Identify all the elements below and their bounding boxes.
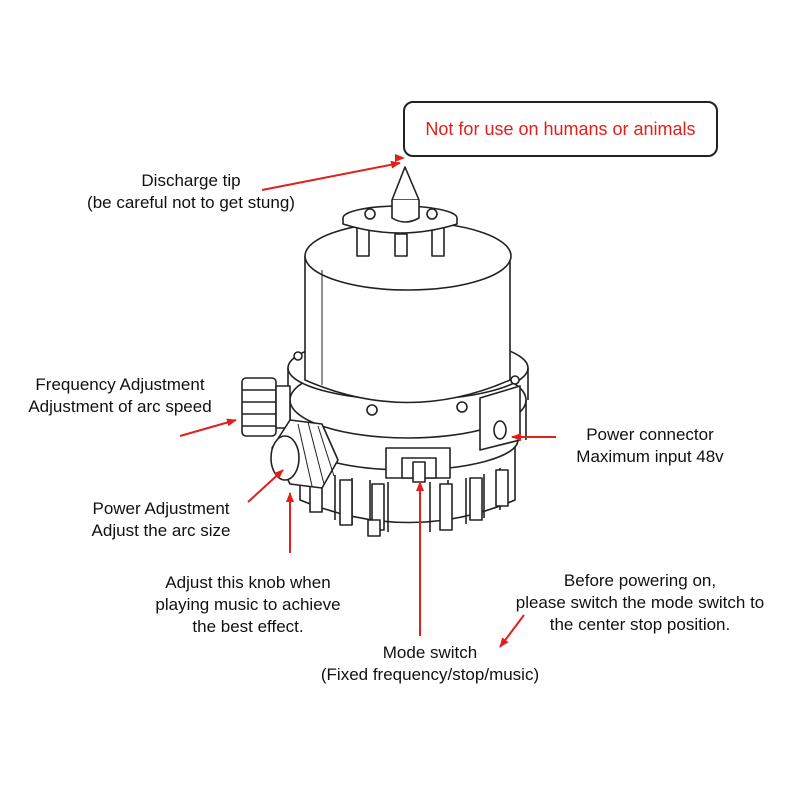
device-drawing	[241, 166, 529, 537]
mode-switch-drawing	[385, 447, 451, 483]
power-connector-block	[479, 385, 521, 451]
label-power-connector: Power connector Maximum input 48v	[576, 425, 724, 466]
frequency-knob	[241, 377, 291, 437]
label-power-adjustment: Power Adjustment Adjust the arc size	[91, 499, 231, 540]
arrow-frequency	[179, 418, 237, 437]
label-music-note: Adjust this knob when playing music to a…	[155, 573, 341, 636]
label-before-powering: Before powering on, please switch the mo…	[515, 571, 765, 634]
cylinder-body	[304, 221, 512, 404]
arrow-power	[247, 469, 284, 503]
label-mode-switch: Mode switch (Fixed frequency/stop/music)	[320, 643, 540, 684]
arrow-before-powering	[499, 614, 525, 648]
discharge-tip-cone	[391, 166, 420, 223]
label-discharge-tip: Discharge tip (be careful not to get stu…	[87, 171, 295, 212]
warning-text: Not for use on humans or animals	[425, 118, 696, 139]
arrow-discharge-tip	[261, 160, 401, 191]
annotation-arrows	[179, 160, 556, 648]
warning-box: Not for use on humans or animals	[403, 101, 718, 157]
power-knob	[270, 419, 339, 489]
label-frequency-adjustment: Frequency Adjustment Adjustment of arc s…	[28, 375, 212, 416]
